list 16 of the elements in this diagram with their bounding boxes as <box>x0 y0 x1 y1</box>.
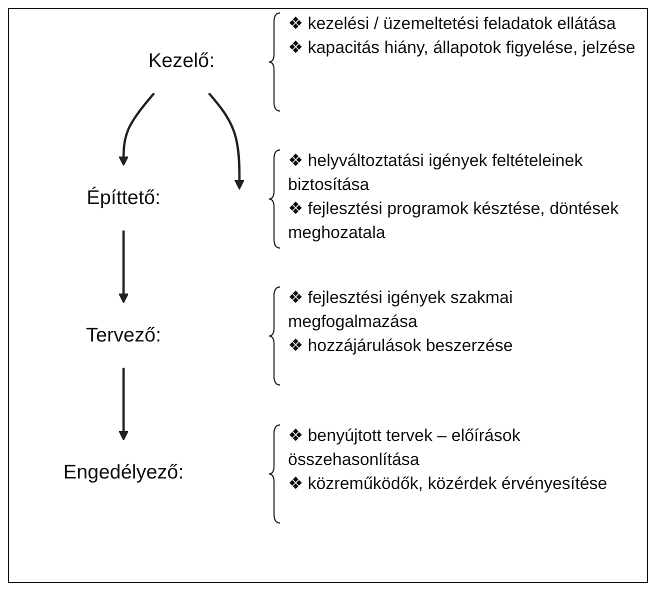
bullet-text: ❖ hozzájárulások beszerzése <box>288 335 514 358</box>
node-text: Építtető: <box>86 186 161 209</box>
node-text: Tervező: <box>86 324 162 346</box>
bullet-text: ❖ kapacitás hiány, állapotok figyelése, jelzése <box>288 36 636 59</box>
bullet-text: ❖ benyújtott tervek – előírások összehasonlítása <box>288 424 522 471</box>
node-text: Kezelő: <box>148 49 215 72</box>
bullet-text: ❖ fejlesztési programok késztése, döntések meghozatala <box>288 198 620 244</box>
node-text: Engedélyező: <box>63 461 184 484</box>
arrow <box>118 368 129 441</box>
bullet-text: ❖ fejlesztési igények szakmai megfogalmazása <box>288 287 514 334</box>
arrow <box>208 92 245 190</box>
bullet-text: ❖ közreműködők, közérdek érvényesítése <box>288 472 608 495</box>
bullet-text: ❖ kezelési / üzemeltetési feladatok ellátása <box>288 12 617 35</box>
arrow <box>118 230 129 304</box>
arrow <box>118 92 156 166</box>
bullet-text: ❖ helyváltoztatási igények feltételeinek biztosítása <box>288 150 584 196</box>
